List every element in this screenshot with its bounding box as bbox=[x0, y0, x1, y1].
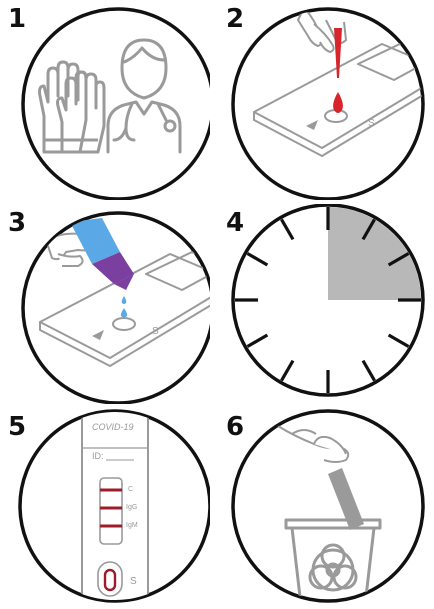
step-1-illustration bbox=[0, 0, 210, 200]
step-6-panel: 6 bbox=[218, 404, 428, 604]
step-1-panel: 1 bbox=[0, 0, 210, 200]
result-window bbox=[100, 478, 122, 544]
sample-label: S bbox=[130, 576, 137, 587]
step-3-circle bbox=[23, 213, 210, 403]
step-2-panel: 2 S bbox=[218, 0, 428, 200]
step-5-panel: 5 COVID-19 ID: C IgG IgM S bbox=[0, 404, 210, 604]
label-igm: IgM bbox=[126, 522, 138, 529]
label-igg: IgG bbox=[126, 504, 137, 511]
step-3-illustration: S bbox=[0, 204, 210, 404]
step-5-illustration: COVID-19 ID: C IgG IgM S bbox=[0, 404, 210, 609]
device-title: COVID-19 bbox=[92, 422, 134, 432]
sample-mark: S bbox=[152, 326, 159, 337]
step-2-illustration: S bbox=[218, 0, 428, 200]
step-3-panel: 3 S bbox=[0, 204, 210, 404]
label-c: C bbox=[128, 486, 133, 493]
sample-mark: S bbox=[368, 118, 375, 129]
device-id-label: ID: bbox=[92, 451, 104, 461]
step-4-illustration bbox=[218, 204, 428, 404]
step-4-panel: 4 bbox=[218, 204, 428, 404]
step-6-illustration bbox=[218, 404, 428, 609]
step-1-circle bbox=[23, 9, 210, 199]
